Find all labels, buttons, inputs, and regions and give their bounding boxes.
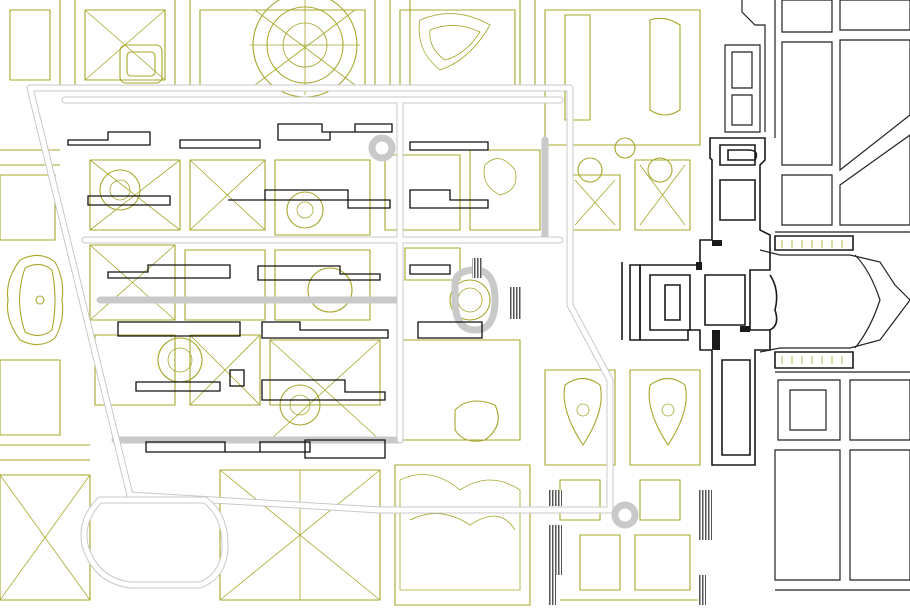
city-streets — [724, 0, 910, 591]
hatched-areas — [472, 258, 712, 605]
visitor-route — [26, 84, 639, 589]
temporary-structures — [67, 123, 489, 459]
garden-linework — [0, 0, 701, 606]
palace-building — [621, 137, 854, 466]
